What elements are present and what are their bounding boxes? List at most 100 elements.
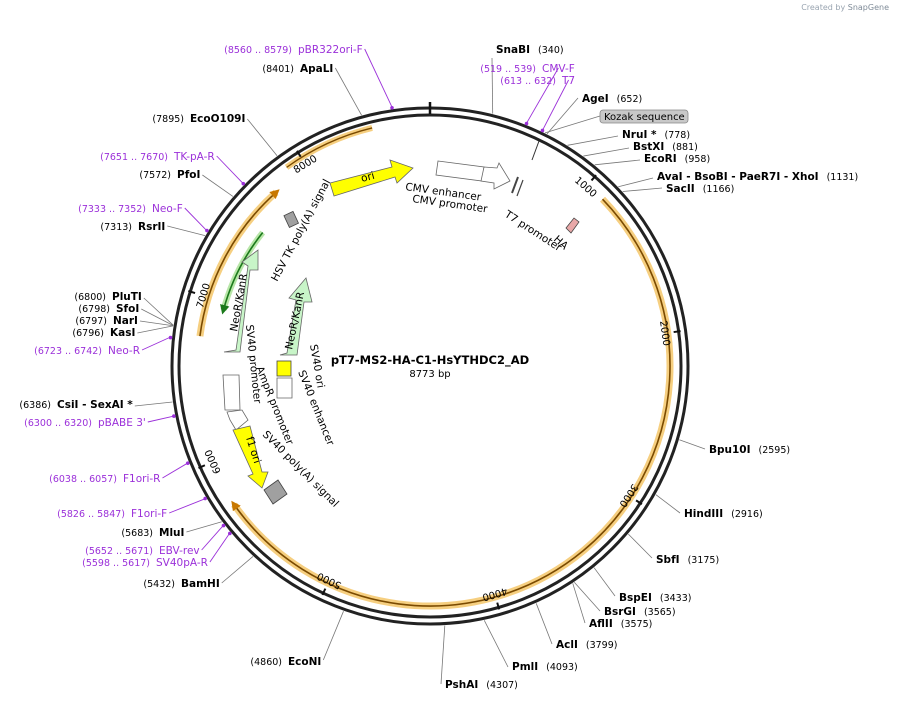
neor-kanr-arrow-1[interactable] <box>223 249 259 353</box>
enzyme-pos-4[interactable]: (958) <box>685 154 711 165</box>
enzyme-label-10[interactable]: BspEI <box>619 592 652 604</box>
enzyme-pos-27[interactable]: (8401) <box>262 64 294 75</box>
primer-label-2[interactable]: T7 <box>561 75 575 87</box>
enzyme-label-26[interactable]: EcoO109I <box>190 113 245 125</box>
enzyme-label-21[interactable]: NarI <box>113 315 138 327</box>
enzyme-label-23[interactable]: PluTI <box>112 291 142 303</box>
enzyme-pos-6[interactable]: (1166) <box>703 184 735 195</box>
enzyme-pos-21[interactable]: (6797) <box>75 316 107 327</box>
ha-arrow[interactable] <box>565 217 580 234</box>
primer-label-8[interactable]: F1ori-F <box>131 508 167 520</box>
enzyme-pos-12[interactable]: (3575) <box>621 619 653 630</box>
enzyme-pos-5[interactable]: (1131) <box>827 172 859 183</box>
primer-range-10[interactable]: (5598 .. 5617) <box>82 558 150 569</box>
enzyme-label-12[interactable]: AflII <box>589 618 613 630</box>
enzyme-pos-0[interactable]: (340) <box>538 45 564 56</box>
primer-range-7[interactable]: (6038 .. 6057) <box>49 474 117 485</box>
primer-label-0[interactable]: pBR322ori-F <box>298 44 363 56</box>
orf-arc-top[interactable] <box>286 127 373 168</box>
enzyme-label-25[interactable]: PfoI <box>177 169 200 181</box>
enzyme-label-15[interactable]: PshAI <box>445 679 478 691</box>
kozak-label: Kozak sequence <box>604 112 685 123</box>
enzyme-label-1[interactable]: AgeI <box>582 93 609 105</box>
enzyme-pos-11[interactable]: (3565) <box>644 607 676 618</box>
enzyme-pos-3[interactable]: (881) <box>672 142 698 153</box>
primer-range-4[interactable]: (7333 .. 7352) <box>78 204 146 215</box>
enzyme-pos-26[interactable]: (7895) <box>152 114 184 125</box>
enzyme-pos-14[interactable]: (4093) <box>546 662 578 673</box>
primer-range-3[interactable]: (7651 .. 7670) <box>100 152 168 163</box>
enzyme-label-14[interactable]: PmlI <box>512 661 538 673</box>
primer-range-2[interactable]: (613 .. 632) <box>500 76 556 87</box>
enzyme-pos-22[interactable]: (6798) <box>78 304 110 315</box>
enzyme-pos-13[interactable]: (3799) <box>586 640 618 651</box>
enzyme-pos-16[interactable]: (4860) <box>250 657 282 668</box>
orf-arc-left[interactable] <box>199 189 280 337</box>
primer-range-1[interactable]: (519 .. 539) <box>480 64 536 75</box>
primer-label-7[interactable]: F1ori-R <box>123 473 160 485</box>
enzyme-leader-24 <box>167 225 206 237</box>
enzyme-pos-1[interactable]: (652) <box>617 94 643 105</box>
primer-label-5[interactable]: Neo-R <box>108 345 140 357</box>
enzyme-label-20[interactable]: KasI <box>110 327 135 339</box>
primer-label-6[interactable]: pBABE 3' <box>98 417 146 429</box>
primer-label-3[interactable]: TK-pA-R <box>173 151 215 163</box>
enzyme-label-9[interactable]: SbfI <box>656 554 680 566</box>
enzyme-label-6[interactable]: SacII <box>666 183 695 195</box>
primer-range-8[interactable]: (5826 .. 5847) <box>57 509 125 520</box>
enzyme-label-18[interactable]: MluI <box>159 527 184 539</box>
enzyme-label-27[interactable]: ApaLI <box>300 63 333 75</box>
cmv-promoter-arrow[interactable] <box>480 162 511 190</box>
sv40-enhancer-arrow[interactable] <box>276 377 293 399</box>
enzyme-pos-18[interactable]: (5683) <box>121 528 153 539</box>
kozak-box[interactable] <box>599 109 689 124</box>
enzyme-pos-23[interactable]: (6800) <box>74 292 106 303</box>
enzyme-pos-15[interactable]: (4307) <box>486 680 518 691</box>
enzyme-pos-9[interactable]: (3175) <box>688 555 720 566</box>
ori-arrow[interactable] <box>329 159 414 197</box>
orf-arc-main[interactable] <box>231 198 671 607</box>
enzyme-label-16[interactable]: EcoNI <box>288 656 321 668</box>
primer-label-4[interactable]: Neo-F <box>152 203 183 215</box>
ampr-promoter-arrow[interactable] <box>226 409 249 431</box>
sv40-ori-box[interactable] <box>276 360 292 377</box>
primer-range-9[interactable]: (5652 .. 5671) <box>85 546 153 557</box>
enzyme-pos-2[interactable]: (778) <box>665 130 691 141</box>
cmv-enhancer-arrow[interactable] <box>435 160 485 182</box>
enzyme-label-0[interactable]: SnaBI <box>496 44 530 56</box>
primer-range-5[interactable]: (6723 .. 6742) <box>34 346 102 357</box>
enzyme-pos-10[interactable]: (3433) <box>660 593 692 604</box>
enzyme-label-11[interactable]: BsrGI <box>604 606 636 618</box>
enzyme-label-5[interactable]: AvaI - BsoBI - PaeR7I - XhoI <box>657 171 819 183</box>
enzyme-label-7[interactable]: Bpu10I <box>709 444 751 456</box>
neor-kanr-arrow-2[interactable] <box>279 277 313 356</box>
enzyme-label-2[interactable]: NruI * <box>622 129 657 141</box>
primer-label-1[interactable]: CMV-F <box>542 63 575 75</box>
enzyme-pos-25[interactable]: (7572) <box>139 170 171 181</box>
primer-label-9[interactable]: EBV-rev <box>159 545 200 557</box>
enzyme-pos-19[interactable]: (6386) <box>19 400 51 411</box>
enzyme-pos-20[interactable]: (6796) <box>72 328 104 339</box>
primer-label-10[interactable]: SV40pA-R <box>156 557 208 569</box>
enzyme-label-22[interactable]: SfoI <box>116 303 139 315</box>
enzyme-label-24[interactable]: RsrII <box>138 221 165 233</box>
enzyme-label-13[interactable]: AclI <box>556 639 578 651</box>
enzyme-label-17[interactable]: BamHI <box>181 578 220 590</box>
enzyme-label-4[interactable]: EcoRI <box>644 153 677 165</box>
enzyme-label-8[interactable]: HindIII <box>684 508 723 520</box>
sv40-polya-box[interactable] <box>263 479 288 505</box>
enzyme-leader-14 <box>483 620 509 668</box>
ruler-tick-8000 <box>296 150 302 158</box>
enzyme-pos-17[interactable]: (5432) <box>143 579 175 590</box>
neo-arc[interactable] <box>220 232 264 315</box>
primer-range-6[interactable]: (6300 .. 6320) <box>24 418 92 429</box>
enzyme-label-3[interactable]: BstXI <box>633 141 664 153</box>
enzyme-pos-8[interactable]: (2916) <box>731 509 763 520</box>
enzyme-label-19[interactable]: CsiI - SexAI * <box>57 399 133 411</box>
enzyme-pos-7[interactable]: (2595) <box>759 445 791 456</box>
primer-range-0[interactable]: (8560 .. 8579) <box>224 45 292 56</box>
f1-ori-arrow[interactable] <box>232 425 269 489</box>
enzyme-pos-24[interactable]: (7313) <box>100 222 132 233</box>
sv40-promoter-arrow[interactable] <box>222 374 241 411</box>
hsv-tk-box[interactable] <box>283 210 300 228</box>
